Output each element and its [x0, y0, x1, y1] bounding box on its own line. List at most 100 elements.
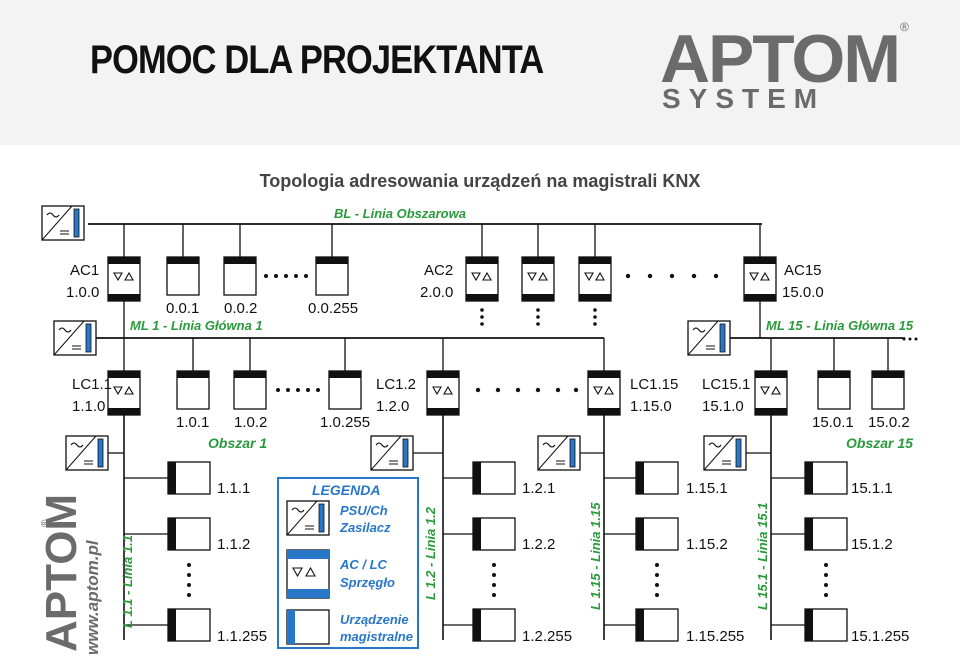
- main-line-15-label: ML 15 - Linia Główna 15: [766, 318, 914, 333]
- bus-device-0-0-1: [166, 256, 200, 296]
- ac2-name: AC2: [424, 262, 453, 279]
- area-1-label: Obszar 1: [208, 435, 267, 451]
- coupler-ac2-b: [521, 256, 555, 302]
- ac2-address: 2.0.0: [420, 284, 453, 301]
- legend-box: LEGENDA PSU/Ch Zasilacz AC / LC Sprzęgło…: [277, 477, 419, 649]
- line-1-15-label: L 1.15 - Linia 1.15: [588, 502, 603, 610]
- d12255-label: 1.2.255: [522, 628, 572, 645]
- header-bar: [0, 0, 960, 145]
- ac15-address: 15.0.0: [782, 284, 824, 301]
- d112-label: 1.1.2: [217, 536, 250, 553]
- logo-top-text: APTOM: [660, 21, 901, 97]
- coupler-lc15-1: [754, 370, 788, 416]
- lc1-2-name: LC1.2: [376, 376, 416, 393]
- bus-device-15-0-2: [871, 370, 905, 410]
- bus-device-1-1-1: [167, 461, 211, 495]
- line-1-1-label: L 1.1 - Linia 1.1: [120, 535, 135, 628]
- line-15-1-label: L 15.1 - Linia 15.1: [755, 503, 770, 610]
- legend-psu-icon: [286, 500, 330, 536]
- d115255-label: 1.15.255: [686, 628, 744, 645]
- bus-device-1-0-2: [233, 370, 267, 410]
- bus-device-1-15-2: [635, 517, 679, 551]
- lc15-1-address: 15.1.0: [702, 398, 744, 415]
- d1152-label: 1.15.2: [686, 536, 728, 553]
- coupler-ac15: [743, 256, 777, 302]
- ml1-ellipsis-2: [475, 387, 579, 393]
- l151-psu: [703, 435, 747, 471]
- d1151-label: 1.15.1: [686, 480, 728, 497]
- bus-device-1-1-2: [167, 517, 211, 551]
- coupler-lc1-15: [587, 370, 621, 416]
- d111-label: 1.1.1: [217, 480, 250, 497]
- side-registered: ®: [40, 519, 51, 527]
- coupler-lc1-1: [107, 370, 141, 416]
- ac15-name: AC15: [784, 262, 822, 279]
- bus-device-1-2-2: [472, 517, 516, 551]
- diagram-title: Topologia adresowania urządzeń na magist…: [260, 171, 701, 191]
- lc1-1-name: LC1.1: [72, 376, 112, 393]
- page-title: POMOC DLA PROJEKTANTA: [90, 38, 544, 82]
- bl-dev-2-label: 0.0.2: [224, 300, 257, 317]
- coupler-ac1: [107, 256, 141, 302]
- bus-device-1-0-255: [328, 370, 362, 410]
- lc1-15-name: LC1.15: [630, 376, 678, 393]
- d151255-label: 15.1.255: [851, 628, 909, 645]
- ac1-address: 1.0.0: [66, 284, 99, 301]
- d11255-label: 1.1.255: [217, 628, 267, 645]
- logo-bottom-text: SYSTEM: [662, 83, 826, 114]
- coupler-ac2: [465, 256, 499, 302]
- legend-device-line2: magistralne: [340, 629, 413, 644]
- bus-device-1-1-255: [167, 608, 211, 642]
- coupler-ac2-c: [578, 256, 612, 302]
- legend-psu-line2: Zasilacz: [339, 520, 391, 535]
- d121-label: 1.2.1: [522, 480, 555, 497]
- ac2-vertical-dots: [480, 308, 597, 326]
- ml1-dev-255-label: 1.0.255: [320, 414, 370, 431]
- bus-device-15-0-1: [817, 370, 851, 410]
- area-15-label: Obszar 15: [846, 435, 913, 451]
- lc1-2-address: 1.2.0: [376, 398, 409, 415]
- side-logo: APTOM: [37, 494, 86, 652]
- bus-device-15-1-255: [804, 608, 848, 642]
- ml1-psu: [53, 320, 97, 356]
- bl-dev-255-label: 0.0.255: [308, 300, 358, 317]
- ml15-dev-1-label: 15.0.1: [812, 414, 854, 431]
- lc1-1-address: 1.1.0: [72, 398, 105, 415]
- lc15-1-name: LC15.1: [702, 376, 750, 393]
- legend-device-line1: Urządzenie: [340, 612, 409, 627]
- bl-dev-1-label: 0.0.1: [166, 300, 199, 317]
- legend-coupler-line2: Sprzęgło: [340, 575, 395, 590]
- legend-psu-line1: PSU/Ch: [340, 503, 388, 518]
- legend-coupler-line1: AC / LC: [339, 557, 388, 572]
- aptom-system-logo: APTOM SYSTEM: [660, 21, 920, 114]
- bus-device-1-0-1: [176, 370, 210, 410]
- legend-title: LEGENDA: [312, 482, 380, 498]
- backbone-psu: [41, 205, 85, 241]
- ml1-ellipsis-1: [276, 388, 320, 392]
- backbone-ellipsis-1: [264, 274, 308, 278]
- coupler-lc1-2: [426, 370, 460, 416]
- side-url: www.aptom.pl: [83, 539, 102, 655]
- backbone-ellipsis-2: [625, 273, 719, 279]
- lc1-15-address: 1.15.0: [630, 398, 672, 415]
- backbone-label: BL - Linia Obszarowa: [334, 206, 466, 221]
- d1511-label: 15.1.1: [851, 480, 893, 497]
- bus-device-1-2-1: [472, 461, 516, 495]
- d122-label: 1.2.2: [522, 536, 555, 553]
- registered-mark: ®: [900, 20, 909, 34]
- bus-device-1-15-255: [635, 608, 679, 642]
- ac1-name: AC1: [70, 262, 99, 279]
- l115-psu: [537, 435, 581, 471]
- ml1-dev-1-label: 1.0.1: [176, 414, 209, 431]
- bus-device-0-0-255: [315, 256, 349, 296]
- bus-device-0-0-2: [223, 256, 257, 296]
- bus-device-15-1-2: [804, 517, 848, 551]
- l11-psu: [65, 435, 109, 471]
- ml15-psu: [687, 320, 731, 356]
- bus-device-1-15-1: [635, 461, 679, 495]
- d1512-label: 15.1.2: [851, 536, 893, 553]
- bus-device-15-1-1: [804, 461, 848, 495]
- l12-psu: [370, 435, 414, 471]
- main-line-1-label: ML 1 - Linia Główna 1: [130, 318, 263, 333]
- bus-device-1-2-255: [472, 608, 516, 642]
